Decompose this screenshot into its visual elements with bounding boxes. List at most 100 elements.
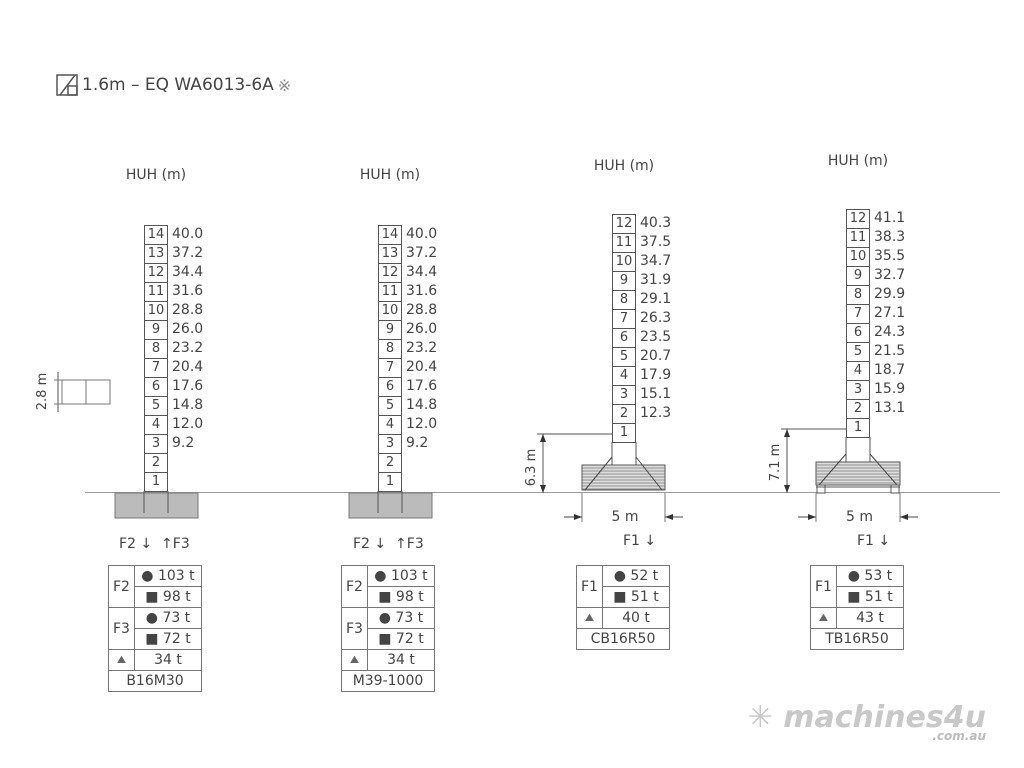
hook-height-label: 41.1 — [874, 210, 906, 226]
force-name: F2 — [108, 565, 135, 608]
base-load-value: 34 t — [366, 649, 435, 671]
force-value-in-service: ● 103 t — [366, 565, 435, 587]
ground-line — [85, 492, 1000, 493]
tower-segment: 4 — [378, 415, 402, 435]
tower-segment: 1 — [846, 418, 870, 438]
hook-height-label: 12.3 — [640, 405, 672, 421]
force-value-out-of-service: ■ 72 t — [133, 628, 202, 650]
tower-segment: 6 — [378, 377, 402, 397]
tower-segment: 3 — [144, 434, 168, 454]
hook-height-label: 9.2 — [406, 435, 429, 451]
hook-height-label: 37.2 — [406, 245, 438, 261]
hook-height-label: 31.9 — [640, 272, 672, 288]
tower-segment: 3 — [612, 385, 636, 405]
huh-label: HUH (m) — [593, 158, 655, 174]
hook-height-label: 40.0 — [172, 226, 204, 242]
weight-icon: ⛰ — [576, 607, 603, 629]
tower-segment: 9 — [846, 266, 870, 286]
tower-segment: 10 — [144, 301, 168, 321]
base-load-value: 34 t — [133, 649, 202, 671]
hook-height-label: 14.8 — [406, 397, 438, 413]
tower-segment: 3 — [846, 380, 870, 400]
section-height-dimension: 2.8 m — [30, 370, 120, 415]
tower-segment: 4 — [846, 361, 870, 381]
title-text: 1.6m – EQ WA6013-6A — [82, 75, 274, 95]
tower-segment: 10 — [378, 301, 402, 321]
tower-segment: 12 — [612, 214, 636, 234]
hook-height-label: 37.2 — [172, 245, 204, 261]
tower-segment: 7 — [846, 304, 870, 324]
tower-segment: 2 — [612, 404, 636, 424]
hook-height-label: 40.0 — [406, 226, 438, 242]
hook-height-label: 23.2 — [172, 340, 204, 356]
tower-segment: 1 — [378, 472, 402, 492]
hook-height-label: 23.2 — [406, 340, 438, 356]
hook-height-label: 17.6 — [406, 378, 438, 394]
force-name: F3 — [108, 607, 135, 650]
force-value-in-service: ● 73 t — [366, 607, 435, 629]
tower-segment: 2 — [144, 453, 168, 473]
hook-height-label: 34.7 — [640, 253, 672, 269]
tower-segment: 7 — [378, 358, 402, 378]
tower-segment: 5 — [378, 396, 402, 416]
foundation-name: CB16R50 — [576, 628, 670, 650]
tower-segment: 12 — [144, 263, 168, 283]
tower-segment: 13 — [378, 244, 402, 264]
tower-segment: 5 — [144, 396, 168, 416]
hook-height-label: 17.6 — [172, 378, 204, 394]
tower-segment: 8 — [846, 285, 870, 305]
base-width-label: 5 m — [846, 509, 873, 525]
hook-height-label: 17.9 — [640, 367, 672, 383]
hook-height-label: 27.1 — [874, 305, 906, 321]
hook-height-label: 21.5 — [874, 343, 906, 359]
tower-segment: 5 — [846, 342, 870, 362]
force-value-in-service: ● 53 t — [835, 565, 904, 587]
tower-segment: 5 — [612, 347, 636, 367]
hook-height-label: 26.0 — [406, 321, 438, 337]
tower-segment: 9 — [144, 320, 168, 340]
hook-height-label: 40.3 — [640, 215, 672, 231]
hook-height-label: 28.8 — [172, 302, 204, 318]
huh-label: HUH (m) — [827, 153, 889, 169]
weight-icon: ⛰ — [810, 607, 837, 629]
base-load-value: 40 t — [601, 607, 670, 629]
tower-segment: 14 — [144, 225, 168, 245]
force-name: F3 — [341, 607, 368, 650]
tower-segment: 4 — [144, 415, 168, 435]
hook-height-label: 12.0 — [172, 416, 204, 432]
force-value-out-of-service: ■ 98 t — [133, 586, 202, 608]
hook-height-label: 24.3 — [874, 324, 906, 340]
tower-segment: 2 — [378, 453, 402, 473]
hook-height-label: 32.7 — [874, 267, 906, 283]
hook-height-label: 13.1 — [874, 400, 906, 416]
tower-segment: 8 — [144, 339, 168, 359]
hook-height-label: 14.8 — [172, 397, 204, 413]
tower-segment: 10 — [846, 247, 870, 267]
foundation-name: M39-1000 — [341, 670, 435, 692]
force-arrows-label: F1 ↓ — [857, 533, 891, 549]
force-value-out-of-service: ■ 51 t — [601, 586, 670, 608]
tower-segment: 7 — [144, 358, 168, 378]
note-mark: ※ — [277, 75, 292, 95]
hook-height-label: 18.7 — [874, 362, 906, 378]
hook-height-label: 34.4 — [406, 264, 438, 280]
force-value-out-of-service: ■ 98 t — [366, 586, 435, 608]
section-height-label: 2.8 m — [35, 372, 51, 411]
base-height-label: 7.1 m — [768, 443, 784, 482]
tower-segment: 13 — [144, 244, 168, 264]
force-value-in-service: ● 52 t — [601, 565, 670, 587]
hook-height-label: 31.6 — [406, 283, 438, 299]
tower-segment: 6 — [612, 328, 636, 348]
force-arrows-label: F1 ↓ — [623, 533, 657, 549]
force-arrows-label: F2 ↓ ↑F3 — [353, 536, 424, 552]
hook-height-label: 28.8 — [406, 302, 438, 318]
watermark-logo: ✳ machines4u.com.au — [747, 700, 986, 743]
tower-segment: 12 — [846, 209, 870, 229]
hook-height-label: 35.5 — [874, 248, 906, 264]
tower-section-icon — [56, 74, 78, 96]
diagram-title: 1.6m – EQ WA6013-6A ※ — [56, 74, 291, 96]
